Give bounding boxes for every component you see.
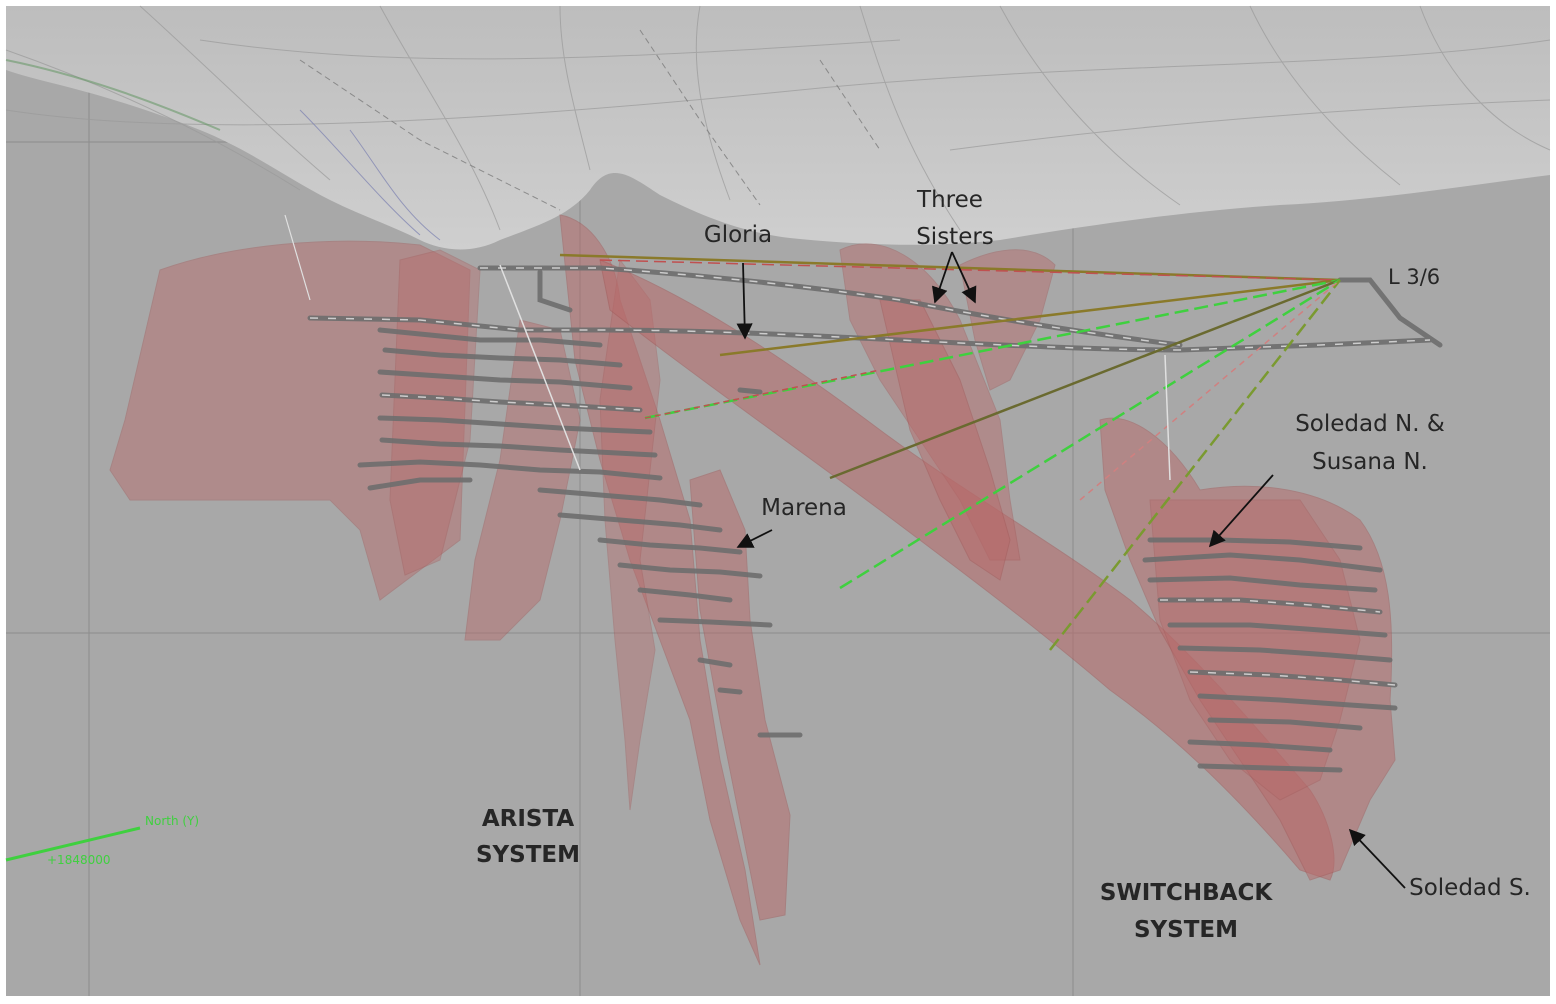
label-l36: L 3/6 (1388, 265, 1440, 289)
label-soledad-n-1: Soledad N. & (1295, 411, 1445, 437)
label-three-sisters-2: Sisters (916, 224, 994, 250)
annotation-arrows (736, 251, 1406, 889)
label-marena: Marena (761, 495, 847, 521)
label-soledad-n-2: Susana N. (1312, 449, 1428, 475)
label-switchback-1: SWITCHBACK (1100, 880, 1274, 906)
axis-value-north: +1848000 (47, 853, 111, 867)
drill-holes (284, 214, 1341, 651)
mine-workings-highlights (309, 267, 1431, 686)
axis-label-north: North (Y) (145, 814, 199, 828)
label-arista-1: ARISTA (482, 806, 575, 832)
label-switchback-2: SYSTEM (1134, 917, 1238, 943)
label-soledad-s: Soledad S. (1409, 875, 1531, 901)
label-arista-2: SYSTEM (476, 842, 580, 868)
terrain-surface (5, 5, 1551, 250)
annotation-labels: Gloria Three Sisters L 3/6 Soledad N. & … (476, 187, 1531, 943)
north-axis-indicator: North (Y) +1848000 (5, 814, 199, 867)
label-gloria: Gloria (704, 222, 772, 248)
label-three-sisters-1: Three (916, 187, 983, 213)
